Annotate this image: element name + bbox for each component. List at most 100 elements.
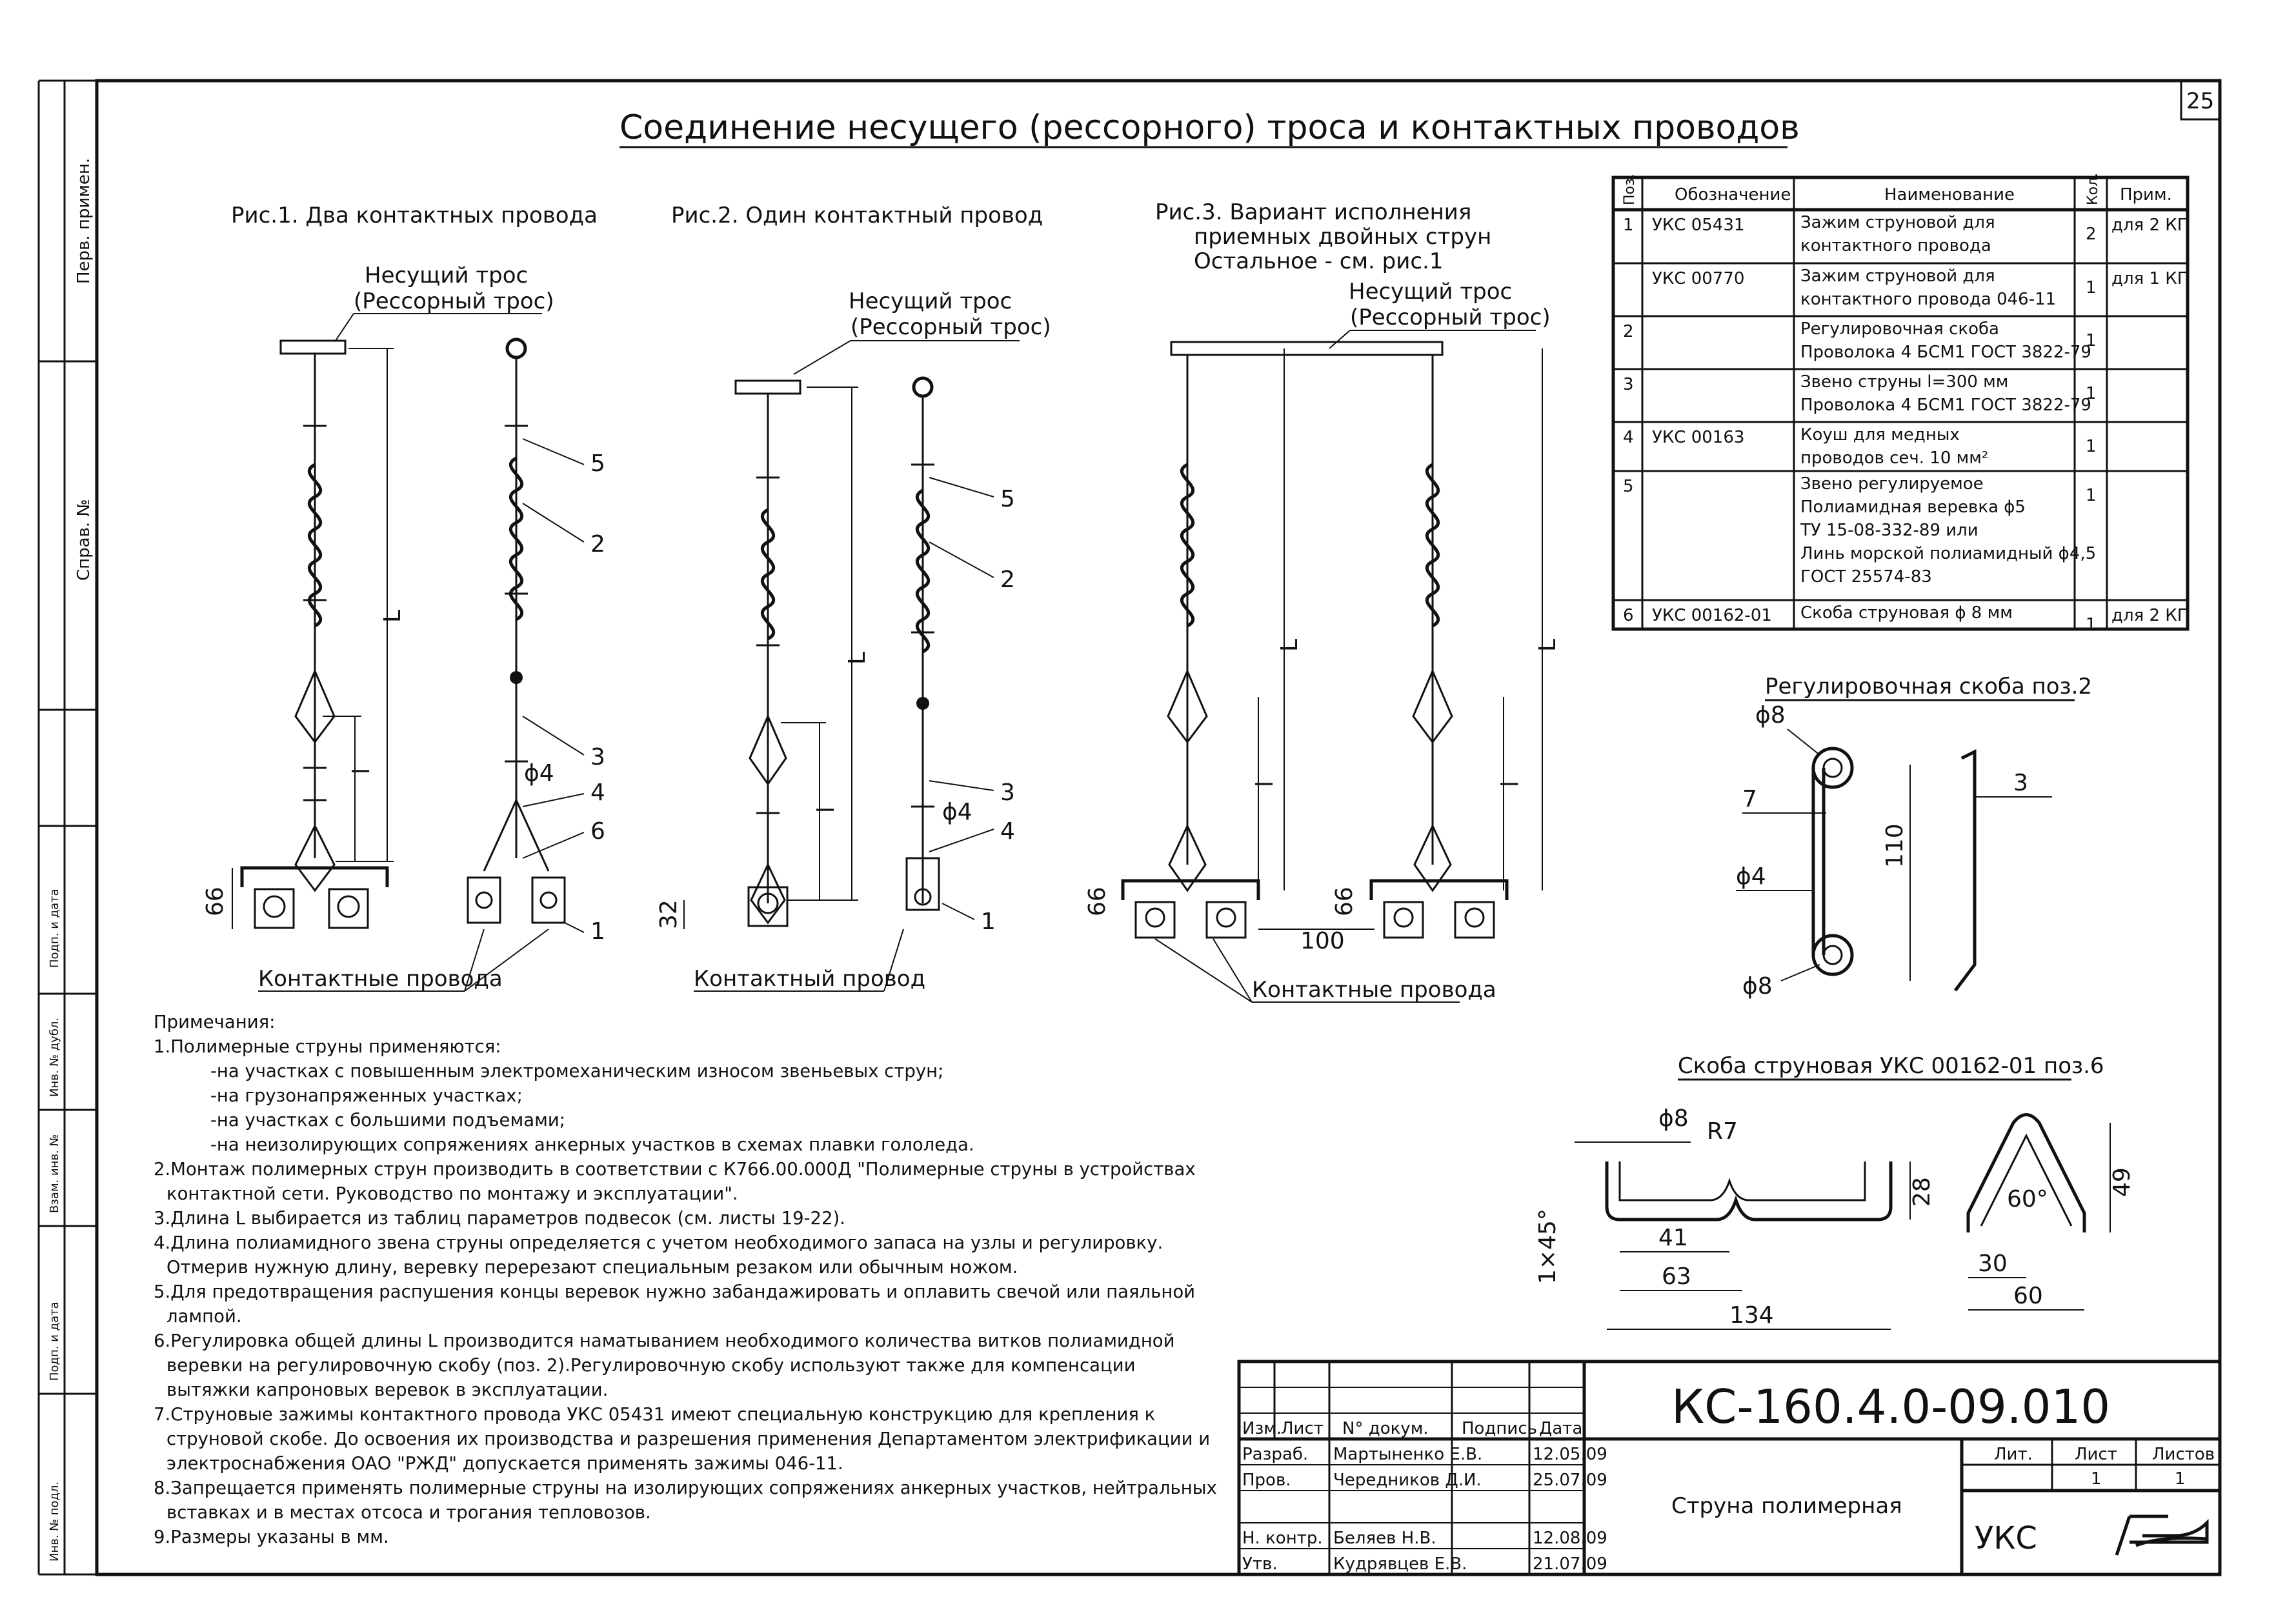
detail-bracket-d60: 60 — [2013, 1283, 2043, 1309]
spec-row-qty: 1 — [2086, 331, 2097, 350]
spec-row-name: контактного провода — [1800, 236, 1991, 256]
fig2-diagram: Несущий трос (Рессорный трос) L l 32 ϕ4 … — [656, 288, 1051, 992]
tb-lit-label: Лит. — [1994, 1445, 2033, 1464]
tb-date: 12.08.09 — [1533, 1529, 1607, 1548]
fig2-carrier-label: Несущий трос — [849, 288, 1012, 314]
sheet-number-box — [2180, 79, 2221, 121]
tb-sheets-total: 1 — [2175, 1469, 2186, 1489]
side-label-sign-date-1: Подп. и дата — [48, 889, 61, 968]
detail-adjust-d110: 110 — [1882, 823, 1908, 868]
spec-row-pos: 6 — [1623, 606, 1634, 625]
tb-role: Н. контр. — [1242, 1529, 1323, 1548]
fig2-caption: Рис.2. Один контактный провод — [671, 203, 1043, 228]
note-line: 9.Размеры указаны в мм. — [154, 1527, 389, 1547]
detail-bracket-d28: 28 — [1909, 1177, 1935, 1207]
fig1-phi4: ϕ4 — [524, 760, 554, 787]
spec-row-name: ГОСТ 25574-83 — [1800, 567, 1932, 587]
side-label-dup-inv: Инв. № дубл. — [48, 1018, 61, 1097]
fig3-caption-3: Остальное - см. рис.1 — [1194, 248, 1443, 274]
note-line: 6.Регулировка общей длины L производится… — [154, 1331, 1175, 1351]
fig2-callout-5: 5 — [1000, 486, 1015, 512]
note-line: 7.Струновые зажимы контактного провода У… — [154, 1404, 1156, 1425]
detail-bracket-chamfer: 1×45° — [1535, 1209, 1561, 1284]
fig3-dim-L: L — [1276, 639, 1303, 652]
detail-adjust-d7: 7 — [1742, 786, 1757, 812]
tb-person: Кудрявцев Е.В. — [1333, 1554, 1467, 1574]
tb-date: 12.05.09 — [1533, 1445, 1607, 1464]
tb-head-change: Изм. — [1242, 1419, 1282, 1438]
spec-row-name: Звено струны l=300 мм — [1800, 372, 2008, 392]
fig3-dim-L2: L — [1535, 639, 1561, 652]
spec-header-note: Прим. — [2120, 185, 2172, 205]
fig1-dim-L: L — [379, 610, 406, 623]
detail-string-bracket: Скоба струновая УКС 00162-01 поз.6 ϕ8 R7… — [1535, 1053, 2135, 1330]
spec-header-code: Обозначение — [1675, 185, 1791, 205]
fig1-dim-66: 66 — [202, 887, 228, 916]
note-line: вставках и в местах отсоса и трогания те… — [166, 1502, 651, 1523]
spec-row-qty: 1 — [2086, 278, 2097, 297]
spec-row-pos: 3 — [1623, 375, 1634, 394]
detail-bracket-d30: 30 — [1978, 1251, 2008, 1277]
tb-sheet-no: 1 — [2091, 1469, 2102, 1489]
spec-row-qty: 1 — [2086, 384, 2097, 403]
fig3-diagram: Несущий трос (Рессорный трос) L L l l 10… — [1084, 279, 1561, 1003]
tb-role: Пров. — [1242, 1471, 1291, 1490]
fig2-wire-label: Контактный провод — [694, 966, 925, 992]
spec-row-name: Проволока 4 БСМ1 ГОСТ 3822-79 — [1800, 343, 2091, 362]
callout-6: 6 — [590, 818, 605, 845]
fig1-spring-label: (Рессорный трос) — [354, 288, 554, 314]
callout-5: 5 — [590, 450, 605, 477]
fig1-carrier-label: Несущий трос — [365, 263, 528, 288]
callouts: 5 2 3 4 6 1 5 2 3 4 1 — [522, 438, 1015, 945]
fig1-caption: Рис.1. Два контактных провода — [231, 203, 598, 228]
spec-row-name: Проволока 4 БСМ1 ГОСТ 3822-79 — [1800, 396, 2091, 415]
side-label-replace-inv: Взам. инв. № — [48, 1134, 61, 1213]
spec-row-name: Скоба струновая ϕ 8 мм — [1800, 603, 2013, 623]
fig2-dim-32: 32 — [656, 899, 682, 929]
detail-bracket-angle: 60° — [2007, 1186, 2048, 1212]
fig2-callout-4: 4 — [1000, 818, 1015, 845]
note-line: электроснабжения ОАО "РЖД" допускается п… — [166, 1453, 843, 1474]
tb-org: УКС — [1975, 1520, 2037, 1556]
spec-row-note: для 2 КП — [2111, 606, 2190, 625]
note-line: 4.Длина полиамидного звена струны опреде… — [154, 1232, 1163, 1253]
spec-row-name: контактного провода 046-11 — [1800, 290, 2056, 309]
detail-adjust-d3: 3 — [2013, 770, 2028, 796]
spec-row-qty: 2 — [2086, 225, 2097, 244]
side-label-first-use: Перв. примен. — [74, 158, 94, 284]
fig2-callout-1: 1 — [981, 909, 996, 935]
fig2-dim-L: L — [844, 652, 871, 665]
spec-row-name: Зажим струновой для — [1800, 213, 1995, 232]
company-logo-icon — [2115, 1514, 2209, 1556]
note-line: 1.Полимерные струны применяются: — [154, 1036, 501, 1057]
fig3-dim-66b: 66 — [1331, 887, 1358, 916]
spec-row-name: Регулировочная скоба — [1800, 319, 1999, 339]
side-label-ref-no: Справ. № — [74, 499, 94, 581]
note-line: Отмерив нужную длину, веревку перерезают… — [166, 1257, 1018, 1278]
fig3-caption-1: Рис.3. Вариант исполнения — [1155, 199, 1471, 225]
fig2-dim-l: l — [813, 807, 840, 813]
fig1-wires-label: Контактные провода — [258, 966, 503, 992]
tb-doc-name: Струна полимерная — [1671, 1493, 1902, 1519]
note-line: -на участках с большими подъемами; — [210, 1110, 565, 1131]
title-block: Изм. Лист N° докум. Подпись Дата Разраб.… — [1237, 1360, 2222, 1576]
side-strip: Перв. примен. Справ. № Подп. и дата Инв.… — [37, 79, 97, 1576]
tb-head-sign: Подпись — [1462, 1419, 1537, 1438]
detail-bracket-d134: 134 — [1729, 1302, 1774, 1329]
detail-adjust-d4: ϕ4 — [1736, 863, 1766, 890]
callout-2: 2 — [590, 531, 605, 558]
side-label-sign-date-2: Подп. и дата — [48, 1301, 61, 1381]
tb-head-date: Дата — [1539, 1419, 1582, 1438]
spec-row-code: УКС 05431 — [1652, 216, 1744, 235]
fig3-wires-label: Контактные провода — [1252, 977, 1496, 1003]
note-line: веревки на регулировочную скобу (поз. 2)… — [166, 1355, 1136, 1376]
notes-block: Примечания: 1.Полимерные струны применяю… — [154, 1010, 1217, 1549]
detail-adjust-title: Регулировочная скоба поз.2 — [1765, 674, 2092, 699]
note-line: 3.Длина L выбирается из таблиц параметро… — [154, 1208, 845, 1229]
tb-person: Мартыненко Е.В. — [1333, 1445, 1482, 1464]
spec-row-name: Линь морской полиамидный ϕ4,5 — [1800, 544, 2096, 563]
tb-date: 25.07.09 — [1533, 1471, 1607, 1490]
note-line: контактной сети. Руководство по монтажу … — [166, 1183, 738, 1204]
fig1-diagram: Несущий трос (Рессорный трос) L l 66 — [202, 263, 566, 992]
callout-3: 3 — [590, 744, 605, 770]
